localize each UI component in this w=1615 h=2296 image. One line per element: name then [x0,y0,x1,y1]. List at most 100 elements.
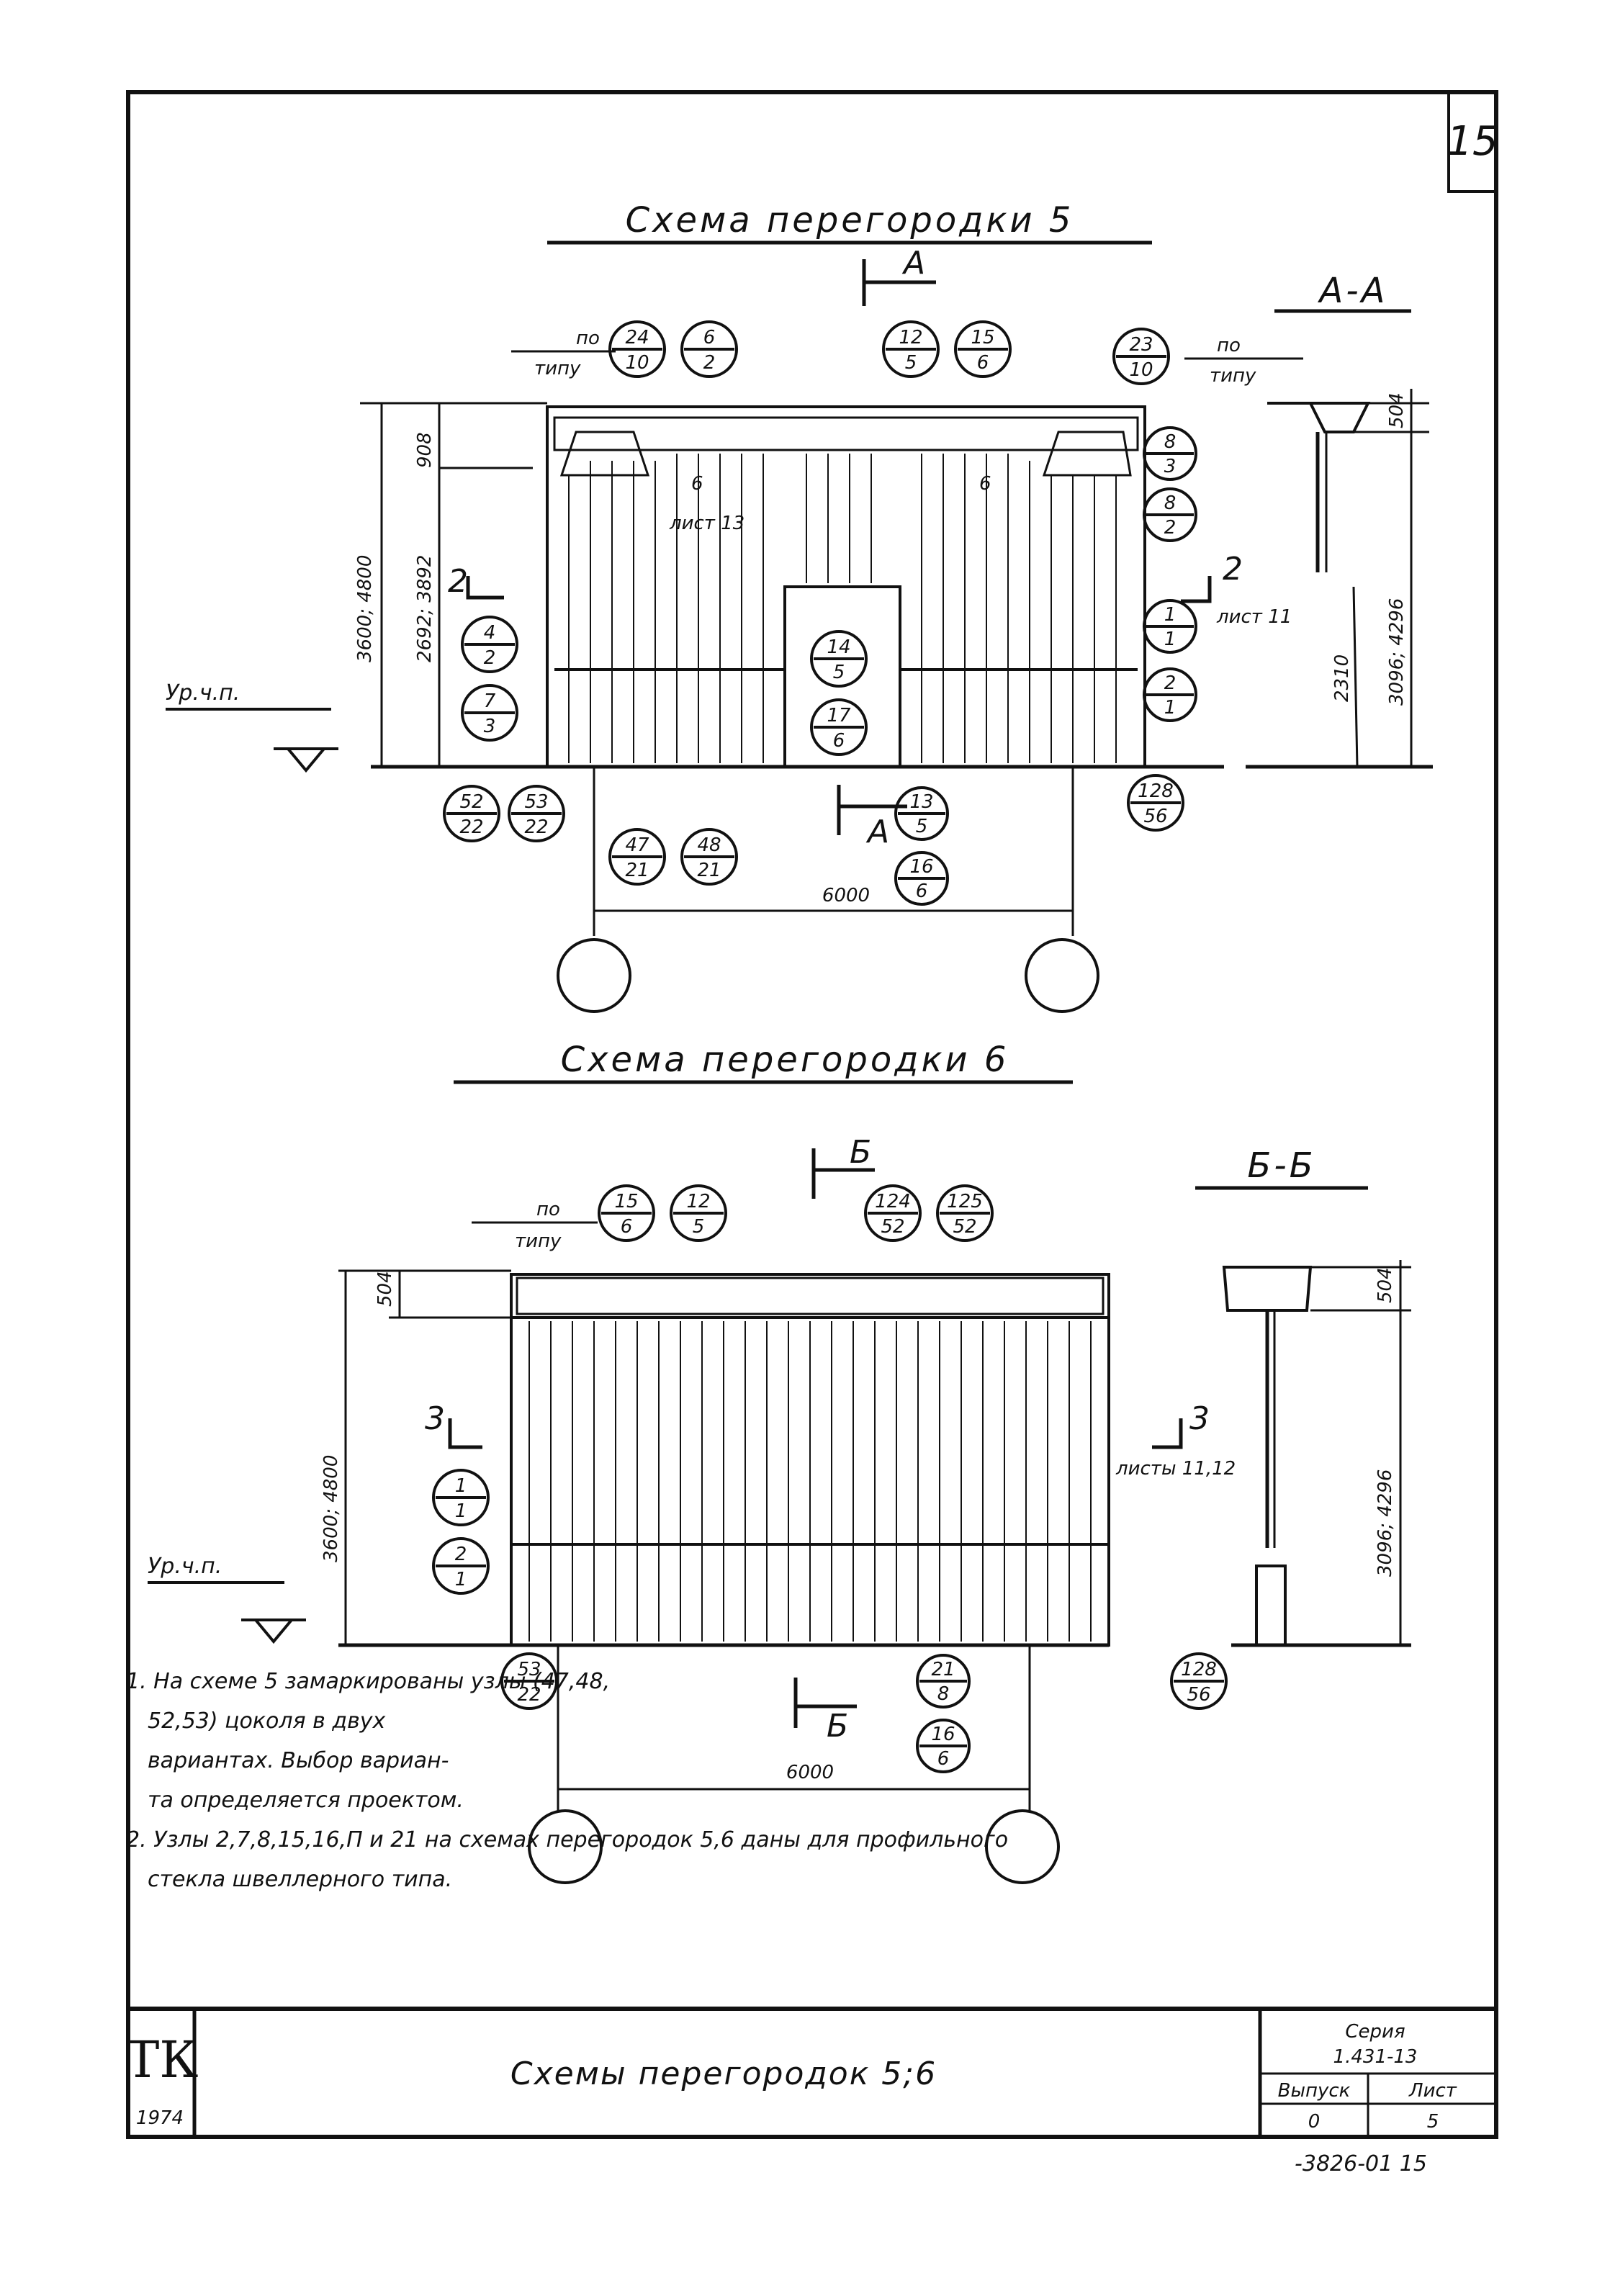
svg-text:2: 2 [455,1544,467,1565]
note-line-5: 2. Узлы 2,7,8,15,16,П и 21 на схемах пер… [126,1827,1008,1852]
issue-label: Выпуск [1278,2080,1351,2102]
title-block [128,2007,1496,2137]
svg-text:48: 48 [697,834,721,856]
svg-text:5: 5 [916,816,928,837]
dims-left-5 [360,402,547,767]
svg-text:6: 6 [703,327,716,348]
title-block-title: Схемы перегородок 5;6 [510,2056,937,2092]
partition-5-elevation [371,405,1224,769]
svg-text:15: 15 [971,327,994,348]
cut-marks-2 [466,576,1212,603]
svg-text:14: 14 [827,636,850,658]
svg-text:1: 1 [1164,629,1177,650]
type-ref-right-bottom: типу [1210,365,1256,387]
svg-text:124: 124 [875,1191,911,1212]
svg-text:1: 1 [1164,604,1177,626]
section-mark-a-bottom-label: А [865,814,889,850]
svg-text:52: 52 [459,791,483,813]
section-mark-b-label: Б [850,1134,871,1171]
nodes-scheme-5 [443,320,1197,906]
svg-text:56: 56 [1143,806,1167,827]
dim-section-aa-opening: 2310 [1331,654,1353,702]
svg-text:15: 15 [614,1191,638,1212]
svg-text:52: 52 [881,1216,904,1238]
svg-text:2: 2 [1164,517,1177,539]
svg-text:16: 16 [909,856,933,878]
note-line-1: 1. На схеме 5 замаркированы узлы (47,48, [126,1669,610,1694]
sheet-frame [126,90,1498,2139]
svg-text:53: 53 [517,1659,541,1680]
dim-inner-height-5: 2692; 3892 [414,555,436,662]
svg-text:21: 21 [697,860,721,881]
svg-text:6: 6 [937,1748,950,1770]
nodes-scheme-6 [432,1184,1228,1773]
cut-mark-6b: 6 [979,473,991,495]
note-line-3: вариантах. Выбор вариан- [148,1748,449,1773]
span-dimension-6 [528,1645,1060,1884]
level-marker-6 [148,1581,306,1644]
svg-text:12: 12 [899,327,922,348]
section-aa-detail [1246,389,1433,769]
dim-total-height-5: 3600; 4800 [354,555,376,662]
sheet-label: Лист [1408,2080,1457,2102]
svg-text:23: 23 [1129,334,1153,356]
svg-text:13: 13 [909,791,933,813]
svg-text:1: 1 [455,1569,467,1590]
dim-section-bb-total: 3096; 4296 [1375,1469,1396,1577]
svg-text:24: 24 [625,327,649,348]
svg-text:4: 4 [484,622,496,644]
svg-text:8: 8 [937,1683,950,1705]
svg-text:56: 56 [1187,1684,1210,1706]
sheet-ref-right-6: листы 11,12 [1115,1458,1236,1480]
svg-text:8: 8 [1164,492,1177,514]
svg-text:2: 2 [703,352,716,374]
svg-text:2: 2 [1164,672,1177,694]
cut-left-2: 2 [448,563,468,600]
type-ref-left-bottom: типу [534,358,581,379]
section-mark-b-bottom [793,1678,857,1728]
dim-section-aa-total: 3096; 4296 [1386,598,1408,706]
section-bb-detail [1222,1260,1411,1647]
svg-text:6: 6 [977,352,989,374]
svg-text:128: 128 [1181,1659,1217,1680]
scheme-6-title: Схема перегородки 6 [561,1040,1009,1080]
sheet-ref-right-5: лист 11 [1216,606,1292,628]
note-line-2: 52,53) цоколя в двух [148,1709,386,1734]
svg-text:6: 6 [916,881,928,902]
sheet-value: 5 [1427,2111,1439,2133]
section-aa-title: А-А [1318,271,1388,311]
dim-section-aa-top: 504 [1386,392,1408,428]
cut-mark-6a: 6 [691,473,703,495]
svg-text:22: 22 [524,816,548,838]
svg-text:10: 10 [625,352,649,374]
svg-text:22: 22 [517,1684,541,1706]
cut-right-3: 3 [1189,1400,1210,1437]
year: 1974 [136,2107,184,2129]
dim-504-6: 504 [374,1271,396,1307]
dim-section-bb-top: 504 [1375,1267,1396,1303]
dim-total-height-6: 3600; 4800 [320,1455,342,1562]
level-marker-5 [166,708,338,773]
series-label: Серия [1345,2021,1405,2043]
note-line-6: стекла швеллерного типа. [148,1867,452,1892]
partition-6-elevation [338,1273,1110,1647]
svg-text:21: 21 [931,1659,955,1680]
sheet-ref-13: лист 13 [669,513,744,534]
svg-text:1: 1 [455,1500,467,1522]
svg-text:52: 52 [953,1216,976,1238]
svg-text:6: 6 [833,730,845,752]
svg-text:125: 125 [947,1191,983,1212]
svg-text:1: 1 [455,1475,467,1497]
svg-text:3: 3 [484,716,496,737]
dim-span-6: 6000 [786,1762,834,1783]
section-mark-b-top [811,1148,875,1199]
svg-text:21: 21 [625,860,649,881]
series-value: 1.431-13 [1333,2046,1418,2068]
bottom-code: -3826-01 15 [1295,2151,1427,2176]
type-ref-left-top: по [576,328,600,349]
cut-right-2: 2 [1223,551,1243,587]
svg-text:47: 47 [625,834,649,856]
dims-left-6 [338,1269,511,1645]
